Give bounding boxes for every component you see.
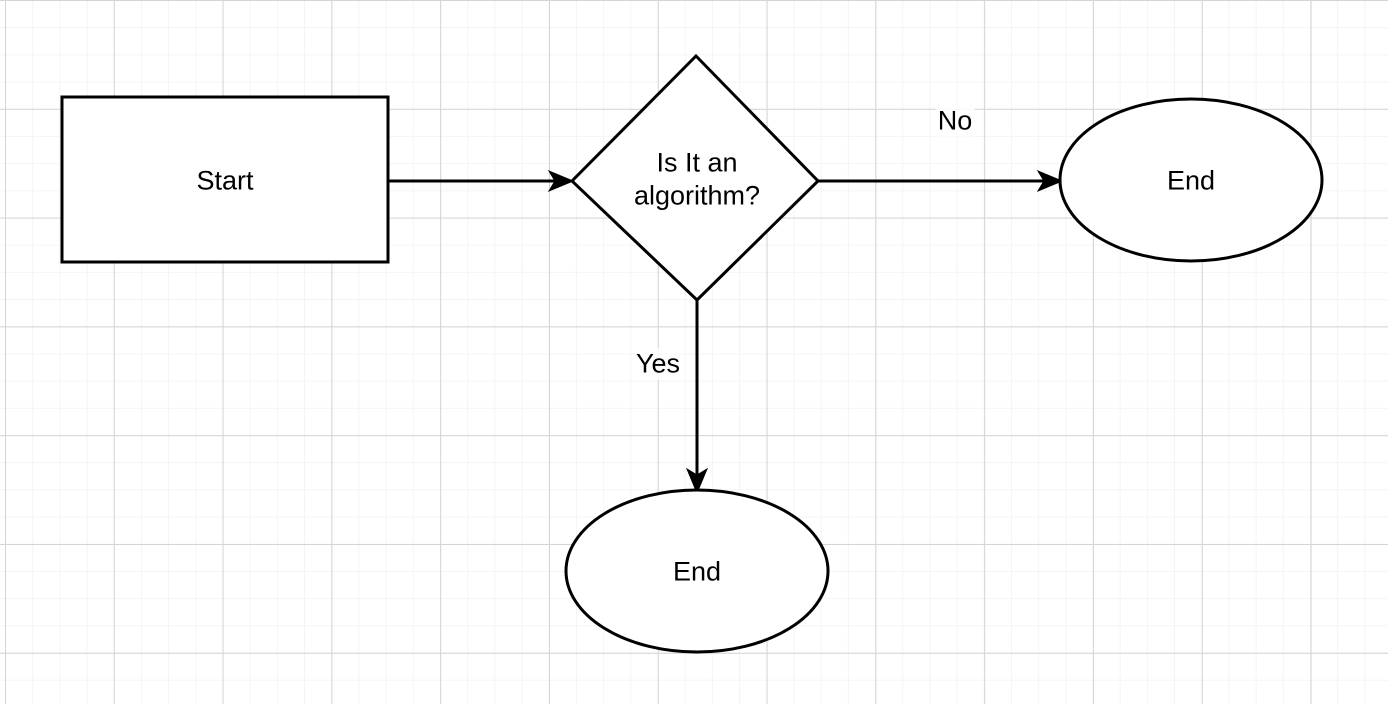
arrow-head-decision-to-end-yes — [685, 467, 709, 495]
arrow-head-decision-to-end-no — [1036, 169, 1064, 193]
edge-decision-to-end-no[interactable] — [818, 169, 1064, 193]
node-end-yes-outline — [564, 488, 830, 654]
edge-label-no: No — [935, 105, 975, 137]
node-decision-outline — [569, 53, 821, 303]
arrow-head-start-to-decision — [547, 169, 575, 193]
node-end-yes[interactable] — [564, 488, 830, 654]
edge-label-yes: Yes — [633, 348, 683, 380]
node-start-fill — [62, 97, 388, 262]
node-end-no[interactable] — [1058, 97, 1324, 263]
node-end-no-outline — [1058, 97, 1324, 263]
node-end-yes-fill — [566, 490, 828, 652]
node-start[interactable] — [60, 95, 390, 264]
edge-decision-to-end-yes[interactable] — [685, 300, 709, 495]
node-start-outline — [60, 95, 390, 264]
edge-start-to-decision[interactable] — [389, 169, 575, 193]
node-decision[interactable] — [569, 53, 821, 303]
node-decision-fill — [572, 56, 818, 300]
node-end-no-fill — [1060, 99, 1322, 261]
